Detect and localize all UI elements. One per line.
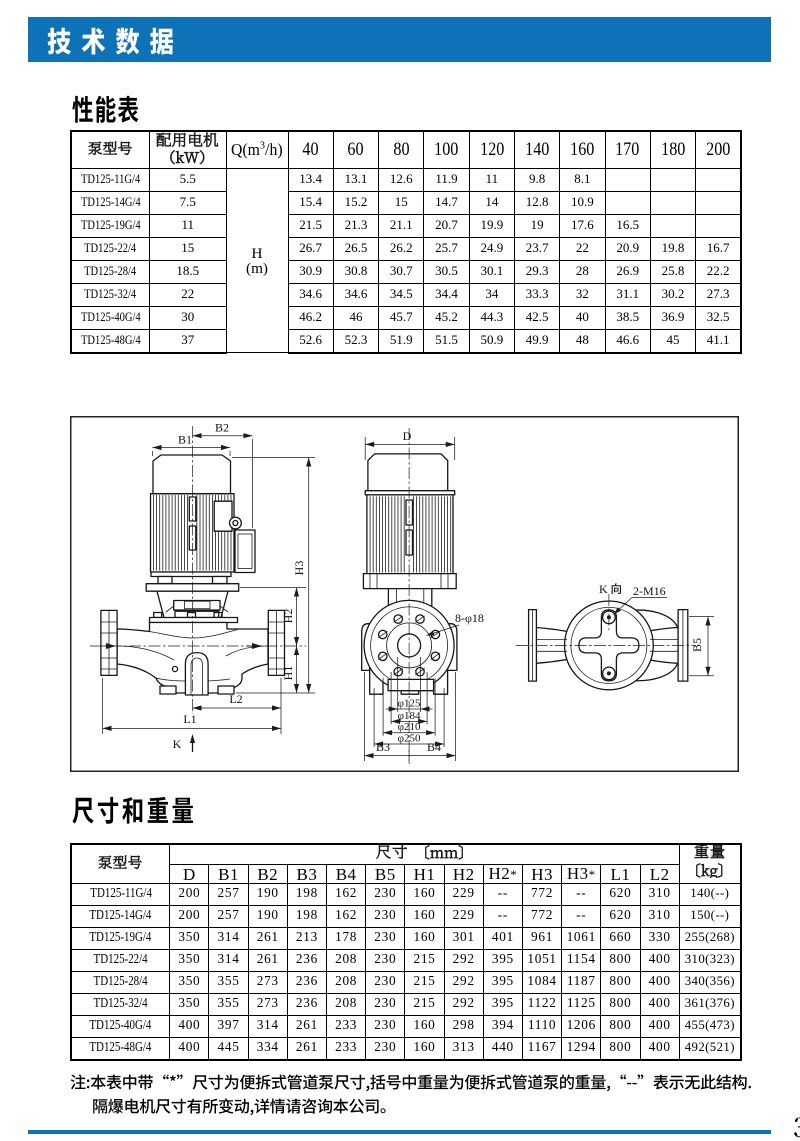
svg-text:B1: B1: [178, 433, 192, 447]
svg-text:L1: L1: [183, 712, 196, 726]
svg-text:8-φ18: 8-φ18: [455, 611, 484, 625]
svg-text:φ184: φ184: [398, 710, 421, 722]
svg-text:φ125: φ125: [398, 698, 421, 710]
svg-text:D: D: [403, 429, 412, 443]
svg-text:H3: H3: [292, 561, 306, 576]
svg-text:L2: L2: [229, 692, 242, 706]
svg-text:K: K: [173, 737, 182, 751]
svg-text:2-M16: 2-M16: [633, 584, 666, 598]
svg-text:φ210: φ210: [398, 721, 421, 733]
svg-text:B2: B2: [215, 421, 229, 435]
svg-text:φ250: φ250: [398, 733, 421, 745]
svg-text:B3: B3: [376, 740, 390, 754]
svg-text:H1: H1: [281, 666, 295, 681]
svg-text:H2: H2: [281, 609, 295, 624]
svg-text:B4: B4: [427, 740, 441, 754]
svg-text:B5: B5: [690, 638, 704, 652]
svg-text:K: K: [599, 582, 608, 596]
